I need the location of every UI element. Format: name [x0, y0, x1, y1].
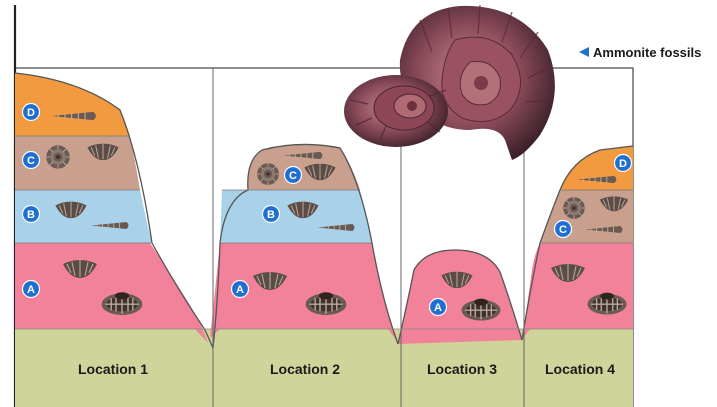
layer-badge-c: C	[555, 221, 572, 238]
svg-text:B: B	[267, 209, 275, 221]
legend-label: Ammonite fossils	[593, 45, 701, 60]
location-1-label: Location 1	[78, 361, 148, 377]
location-3-label: Location 3	[427, 361, 497, 377]
layer-b	[220, 190, 372, 243]
layer-badge-a: A	[430, 299, 447, 316]
svg-text:C: C	[27, 155, 35, 167]
ammonite-fossil-icon	[257, 163, 279, 185]
location-2-label: Location 2	[270, 361, 340, 377]
svg-text:D: D	[27, 107, 35, 119]
svg-text:C: C	[559, 224, 567, 236]
legend: Ammonite fossils	[579, 45, 701, 60]
layer-badge-a: A	[23, 281, 40, 298]
layer-badge-c: C	[23, 152, 40, 169]
layer-badge-d: D	[23, 104, 40, 121]
layer-badge-a: A	[232, 281, 249, 298]
ammonite-fossil-icon	[563, 197, 585, 219]
location-4-label: Location 4	[545, 361, 615, 377]
layer-badge-d: D	[615, 155, 632, 172]
svg-text:A: A	[236, 284, 244, 296]
svg-text:D: D	[619, 158, 627, 170]
ammonite-fossil-icon	[46, 145, 69, 168]
layer-badge-c: C	[285, 167, 302, 184]
layer-badge-b: B	[263, 206, 280, 223]
arrow-left-icon	[579, 47, 589, 57]
layer-a	[522, 243, 633, 340]
svg-text:C: C	[289, 170, 297, 182]
svg-text:A: A	[434, 302, 442, 314]
svg-text:B: B	[27, 209, 35, 221]
svg-text:A: A	[27, 284, 35, 296]
layer-badge-b: B	[23, 206, 40, 223]
